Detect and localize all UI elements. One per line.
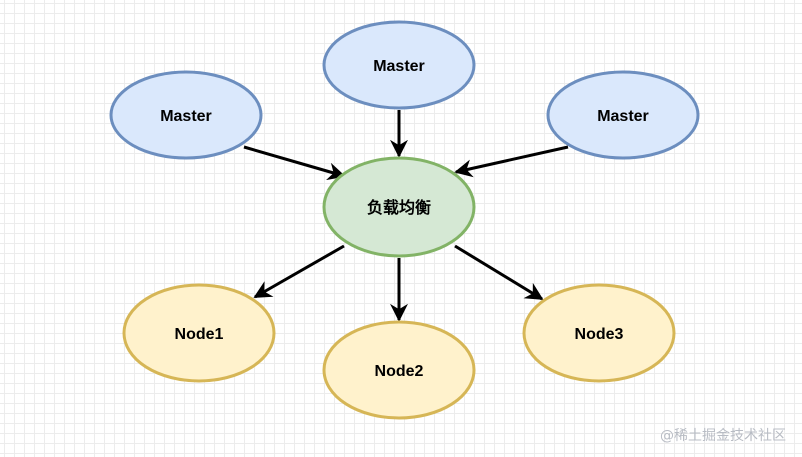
node-node2-label: Node2 <box>375 363 424 380</box>
node-node3-label: Node3 <box>575 326 624 343</box>
node-node1[interactable]: Node1 <box>122 283 276 383</box>
edges <box>243 110 569 322</box>
node-master-right-label: Master <box>597 108 649 125</box>
edge-balancer-to-node1[interactable] <box>253 244 345 299</box>
node-node2[interactable]: Node2 <box>322 320 476 420</box>
edge-master-right-to-balancer[interactable] <box>454 145 569 178</box>
node-load-balancer[interactable]: 负载均衡 <box>322 156 476 258</box>
node-master-top-label: Master <box>373 58 425 75</box>
edge-balancer-to-node3[interactable] <box>454 244 544 301</box>
node-load-balancer-label: 负载均衡 <box>367 198 431 217</box>
watermark-text: @稀土掘金技术社区 <box>660 428 786 444</box>
node-node1-label: Node1 <box>175 326 224 343</box>
node-master-left[interactable]: Master <box>109 70 263 160</box>
node-node3[interactable]: Node3 <box>522 283 676 383</box>
node-master-right[interactable]: Master <box>546 70 700 160</box>
node-master-top[interactable]: Master <box>322 20 476 110</box>
node-master-left-label: Master <box>160 108 212 125</box>
edge-master-left-to-balancer[interactable] <box>243 145 346 181</box>
